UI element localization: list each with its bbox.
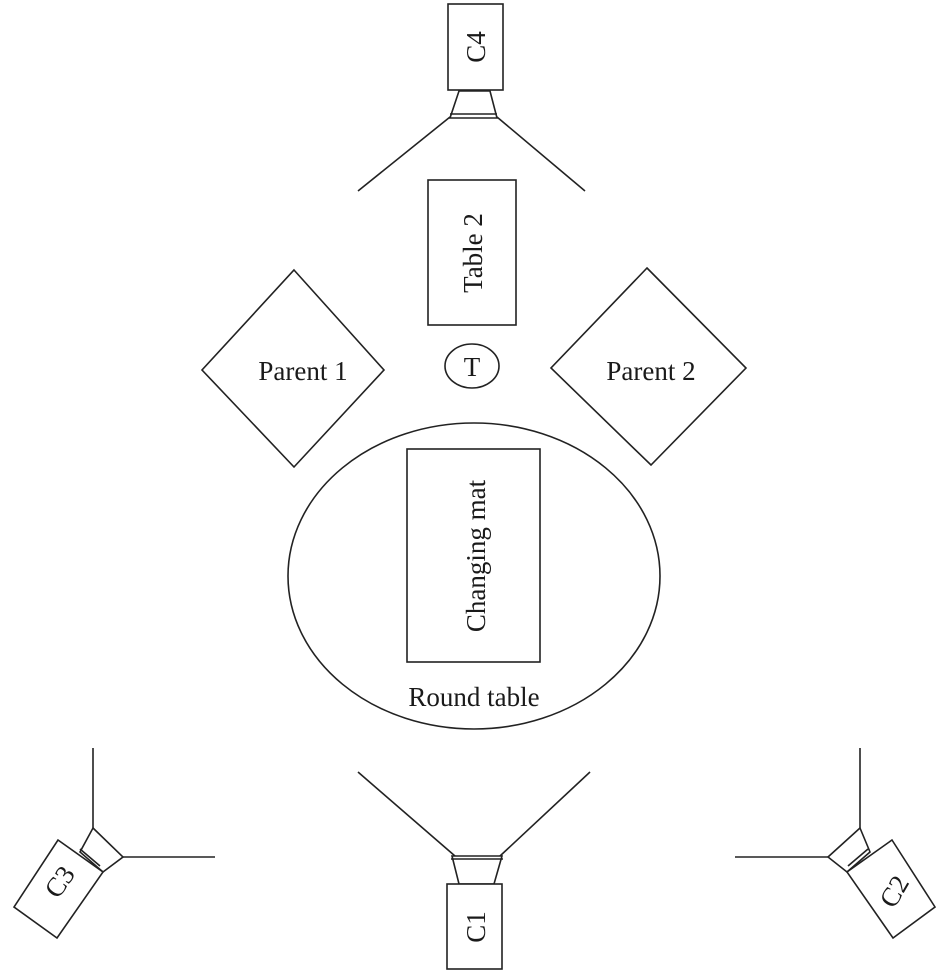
camera-c4-view-left (357, 116, 451, 192)
camera-c4-view-right (496, 116, 586, 192)
camera-c3-body (12, 838, 105, 940)
parent-1: Parent 1 (200, 268, 386, 469)
t-label: T (464, 352, 481, 382)
parent-2-label: Parent 2 (606, 356, 695, 386)
t-marker: T (444, 343, 500, 389)
camera-c1-view-right (499, 771, 591, 857)
changing-mat-label: Changing mat (461, 479, 491, 632)
camera-c4-label: C4 (461, 31, 491, 63)
camera-c4: C4 (357, 3, 586, 192)
camera-c1-view-left (357, 771, 456, 857)
table-2: Table 2 (427, 179, 517, 326)
parent-2: Parent 2 (549, 266, 748, 467)
changing-mat-rect (406, 448, 541, 663)
round-table-label: Round table (408, 682, 539, 712)
camera-c1: C1 (357, 771, 591, 970)
parent-1-diamond (200, 268, 386, 469)
camera-c1-lens (450, 855, 504, 885)
parent-1-label: Parent 1 (258, 356, 347, 386)
round-table: Changing mat Round table (287, 422, 661, 730)
camera-c2: C2 (735, 748, 937, 940)
camera-c3: C3 (12, 748, 215, 940)
camera-c1-body (446, 883, 503, 970)
table-2-label: Table 2 (458, 213, 488, 293)
table-2-rect (427, 179, 517, 326)
camera-c1-label: C1 (461, 911, 491, 943)
t-circle (444, 343, 500, 389)
camera-c2-body (845, 838, 937, 940)
parent-2-diamond (549, 266, 748, 467)
camera-c4-body (447, 3, 504, 91)
